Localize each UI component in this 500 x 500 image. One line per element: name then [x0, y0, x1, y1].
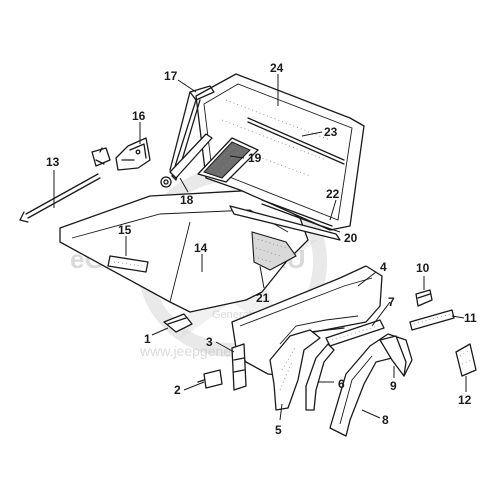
part-fender-bracket	[231, 343, 247, 391]
callout-labels: 1 2 3 4 5 6 7 8 9 10 11 12 13 14 15 16 1…	[46, 61, 477, 437]
part-fender	[231, 265, 383, 377]
callout-4: 4	[380, 260, 387, 274]
callout-3: 3	[206, 335, 213, 349]
part-prop-rod	[19, 147, 111, 223]
part-emblem-clip	[415, 289, 433, 307]
callout-9: 9	[390, 379, 397, 393]
callout-1: 1	[144, 332, 151, 346]
part-hinge-arm	[160, 133, 213, 188]
part-side-marker	[455, 343, 477, 377]
callout-12: 12	[458, 393, 472, 407]
part-windshield-frame	[169, 85, 215, 181]
callout-18: 18	[180, 193, 194, 207]
leader-lines	[53, 74, 467, 421]
part-fender-emblem	[409, 309, 455, 331]
part-fender-clip	[197, 369, 223, 389]
callout-21: 21	[256, 291, 270, 305]
part-wiper-cover	[197, 137, 259, 183]
callout-11: 11	[464, 311, 477, 325]
callout-22: 22	[326, 187, 340, 201]
part-fender-molding	[325, 319, 385, 347]
callout-7: 7	[388, 295, 395, 309]
part-latch-plate	[107, 255, 149, 273]
callout-23: 23	[324, 125, 338, 139]
watermark-url: www.jeepgene	[139, 343, 231, 359]
callout-19: 19	[248, 151, 262, 165]
callout-20: 20	[344, 231, 358, 245]
part-cowl-panel	[229, 205, 341, 241]
part-cowl-strip	[261, 199, 333, 231]
callout-13: 13	[46, 155, 60, 169]
callout-5: 5	[275, 423, 282, 437]
part-wheel-flare-front	[305, 343, 335, 411]
callout-6: 6	[338, 377, 345, 391]
callout-17: 17	[164, 69, 178, 83]
part-flare-extension	[379, 335, 407, 377]
callout-16: 16	[132, 109, 146, 123]
callout-2: 2	[174, 383, 181, 397]
part-windshield-molding	[247, 117, 345, 165]
part-splash-shield	[269, 329, 321, 411]
callout-15: 15	[118, 223, 132, 237]
part-hood	[59, 189, 309, 313]
callout-24: 24	[270, 61, 284, 75]
part-hood-latch	[163, 313, 193, 333]
part-hood-hinge	[115, 137, 151, 171]
callout-10: 10	[416, 261, 430, 275]
callout-14: 14	[194, 241, 208, 255]
callout-8: 8	[382, 413, 389, 427]
